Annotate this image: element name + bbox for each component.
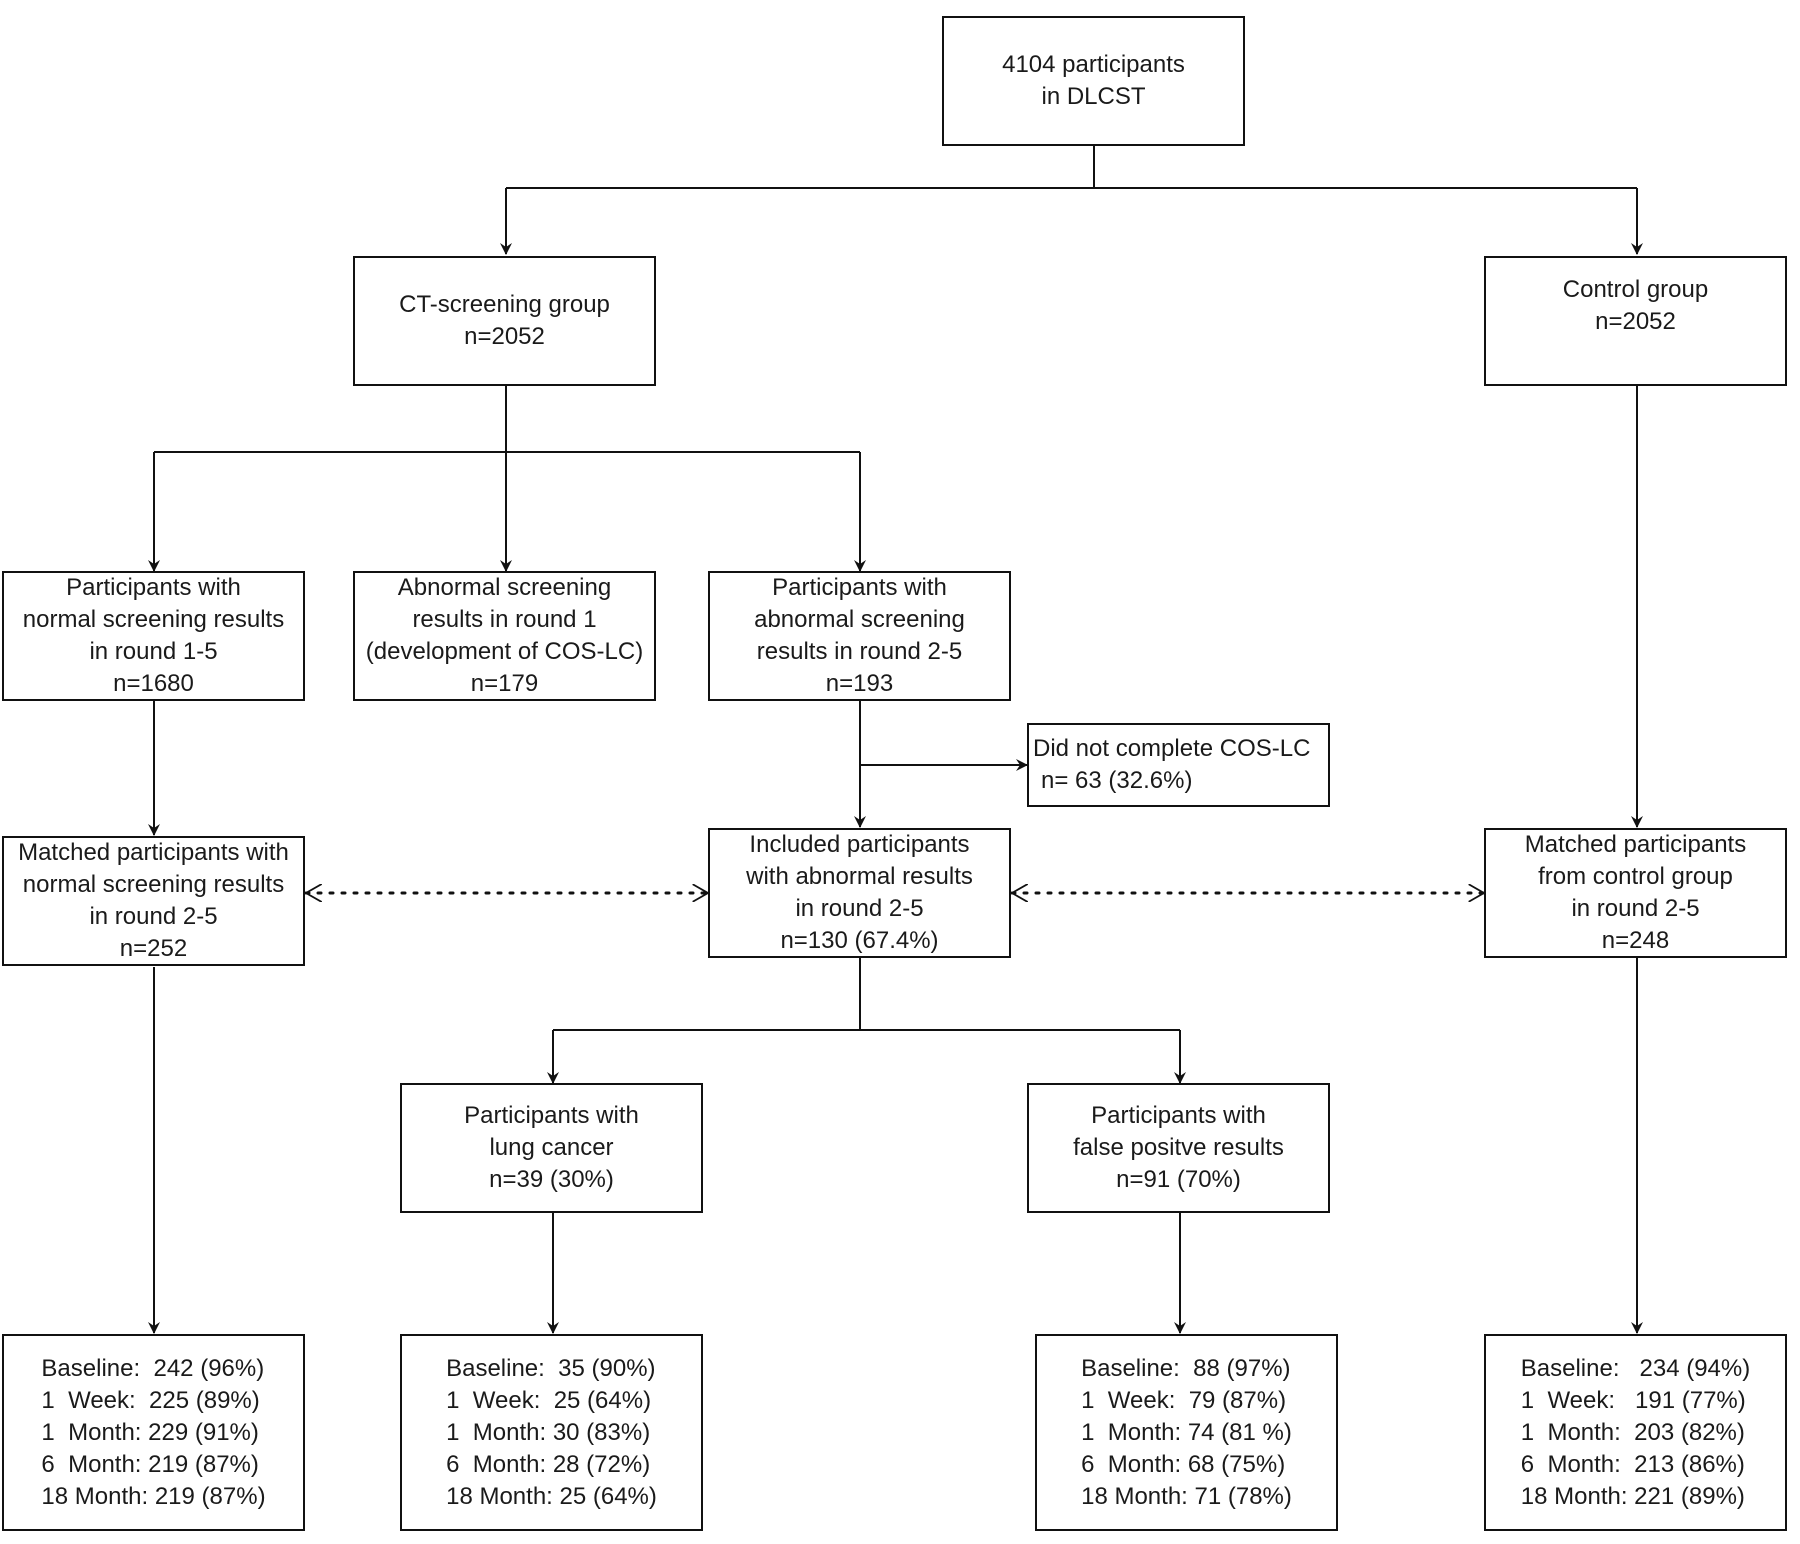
- box-line: in round 1-5: [89, 638, 218, 665]
- followup-row: 1 Week: 79 (87%): [1081, 1386, 1287, 1414]
- box-abnormal-round1: Abnormal screening results in round 1 (d…: [353, 571, 656, 701]
- box-line: Participants with: [1091, 1102, 1266, 1129]
- followup-row: Baseline: 88 (97%): [1081, 1354, 1291, 1382]
- followup-row: 18 Month: 71 (78%): [1081, 1482, 1292, 1510]
- followup-row: Baseline: 242 (96%): [41, 1354, 265, 1382]
- box-line: in round 2-5: [795, 895, 924, 922]
- box-line: n=39 (30%): [489, 1166, 614, 1193]
- box-line: normal screening results: [22, 606, 285, 633]
- box-line: n=179: [470, 670, 539, 697]
- followup-lung-cancer: Baseline: 35 (90%) 1 Week: 25 (64%) 1 Mo…: [400, 1334, 703, 1531]
- followup-row: Baseline: 234 (94%): [1520, 1354, 1751, 1382]
- followup-normal: Baseline: 242 (96%) 1 Week: 225 (89%) 1 …: [2, 1334, 305, 1531]
- box-line: n=252: [119, 935, 188, 962]
- box-abnormal-round2-5: Participants with abnormal screening res…: [708, 571, 1011, 701]
- box-line: false positve results: [1073, 1134, 1284, 1161]
- box-false-positive: Participants with false positve results …: [1027, 1083, 1330, 1213]
- box-line: 4104 participants: [1002, 51, 1185, 78]
- box-line: Abnormal screening: [397, 574, 612, 601]
- box-line: results in round 1: [412, 606, 597, 633]
- followup-false-positive: Baseline: 88 (97%) 1 Week: 79 (87%) 1 Mo…: [1035, 1334, 1338, 1531]
- box-matched-normal: Matched participants with normal screeni…: [2, 836, 305, 966]
- box-line: n= 63 (32.6%): [1041, 767, 1193, 794]
- box-line: n=130 (67.4%): [780, 927, 939, 954]
- box-line: Control group: [1562, 276, 1709, 303]
- box-line: Participants with: [464, 1102, 639, 1129]
- box-normal-screening-results: Participants with normal screening resul…: [2, 571, 305, 701]
- box-line: in round 2-5: [89, 903, 218, 930]
- box-line: lung cancer: [489, 1134, 614, 1161]
- followup-row: Baseline: 35 (90%): [446, 1354, 656, 1382]
- box-line: Matched participants: [1524, 831, 1747, 858]
- followup-row: 6 Month: 213 (86%): [1520, 1450, 1745, 1478]
- box-line: Participants with: [772, 574, 947, 601]
- box-line: n=2052: [464, 323, 545, 350]
- box-included-abnormal: Included participants with abnormal resu…: [708, 828, 1011, 958]
- box-line: results in round 2-5: [756, 638, 963, 665]
- box-control-group: Control group n=2052: [1484, 256, 1787, 386]
- followup-row: 6 Month: 28 (72%): [446, 1450, 651, 1478]
- box-line: from control group: [1538, 863, 1733, 890]
- box-line: normal screening results: [22, 871, 285, 898]
- box-line: Matched participants with: [18, 839, 289, 866]
- box-line: Included participants: [749, 831, 970, 858]
- followup-row: 6 Month: 68 (75%): [1081, 1450, 1286, 1478]
- box-line: n=91 (70%): [1116, 1166, 1241, 1193]
- box-dlcst-participants: 4104 participants in DLCST: [942, 16, 1245, 146]
- followup-row: 1 Week: 225 (89%): [41, 1386, 260, 1414]
- followup-row: 1 Week: 25 (64%): [446, 1386, 652, 1414]
- followup-row: 1 Month: 203 (82%): [1520, 1418, 1745, 1446]
- box-lung-cancer: Participants with lung cancer n=39 (30%): [400, 1083, 703, 1213]
- box-line: Participants with: [66, 574, 241, 601]
- followup-control: Baseline: 234 (94%) 1 Week: 191 (77%) 1 …: [1484, 1334, 1787, 1531]
- box-line: CT-screening group: [399, 291, 610, 318]
- box-line: n=1680: [113, 670, 194, 697]
- box-line: Did not complete COS-LC: [1033, 735, 1311, 762]
- box-line: abnormal screening: [754, 606, 965, 633]
- followup-row: 1 Month: 74 (81 %): [1081, 1418, 1292, 1446]
- box-line: in DLCST: [1041, 83, 1146, 110]
- box-line: with abnormal results: [746, 863, 973, 890]
- box-line: n=248: [1601, 927, 1670, 954]
- followup-row: 1 Month: 229 (91%): [41, 1418, 259, 1446]
- box-did-not-complete: Did not complete COS-LC n= 63 (32.6%): [1027, 723, 1330, 807]
- box-line: (development of COS-LC): [365, 638, 644, 665]
- followup-row: 18 Month: 25 (64%): [446, 1482, 657, 1510]
- box-ct-screening-group: CT-screening group n=2052: [353, 256, 656, 386]
- box-line: in round 2-5: [1571, 895, 1700, 922]
- followup-row: 6 Month: 219 (87%): [41, 1450, 259, 1478]
- followup-row: 1 Week: 191 (77%): [1520, 1386, 1746, 1414]
- followup-row: 1 Month: 30 (83%): [446, 1418, 651, 1446]
- box-matched-control: Matched participants from control group …: [1484, 828, 1787, 958]
- followup-row: 18 Month: 221 (89%): [1520, 1482, 1745, 1510]
- box-line: n=2052: [1595, 308, 1676, 335]
- followup-row: 18 Month: 219 (87%): [41, 1482, 266, 1510]
- box-line: n=193: [825, 670, 894, 697]
